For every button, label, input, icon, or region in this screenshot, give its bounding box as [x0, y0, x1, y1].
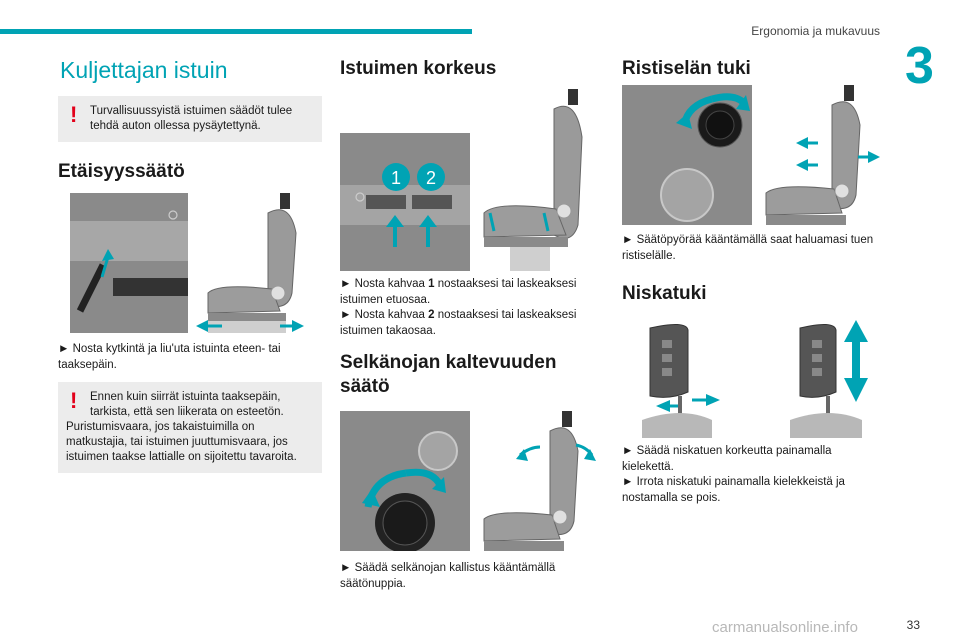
height-instructions: ► Nosta kahvaa 1 nostaaksesi tai laskeak… — [340, 277, 604, 339]
section-title: Ergonomia ja mukavuus — [751, 24, 880, 38]
heading-backrest: Selkänojan kaltevuuden säätö — [340, 352, 557, 397]
headrest-icon — [790, 324, 862, 438]
warning-box-rearward: ! Ennen kuin siirrät istuinta taaksepäin… — [58, 382, 322, 473]
warning-exclamation-icon: ! — [70, 102, 78, 127]
page-number: 33 — [906, 618, 920, 632]
page-title: Kuljettajan istuin — [60, 57, 228, 83]
svg-text:1: 1 — [391, 168, 401, 188]
headrest-instructions: ► Säädä niskatuen korkeutta painamalla k… — [622, 444, 886, 506]
watermark: carmanualsonline.info — [712, 619, 858, 636]
headrest-instruction-line2: ► Irrota niskatuki painamalla kielekkeis… — [622, 476, 845, 504]
heading-headrest: Niskatuki — [622, 283, 707, 304]
seat-side-icon — [483, 89, 583, 271]
heading-fore-aft: Etäisyyssäätö — [58, 161, 185, 182]
lumbar-instruction: ► Säätöpyörää kääntämällä saat haluamasi… — [622, 234, 874, 262]
warning-text: Turvallisuussyistä istuimen säädöt tulee… — [90, 105, 293, 132]
fore-aft-instruction: ► Nosta kytkintä ja liu'uta istuinta ete… — [58, 343, 281, 371]
header-accent-bar — [0, 29, 472, 34]
headrest-icon — [642, 324, 712, 438]
seat-side-icon — [207, 193, 297, 333]
warning-text-line1: Ennen kuin siirrät istuinta taaksepäin, … — [90, 391, 284, 418]
headrest-instruction-line1: ► Säädä niskatuen korkeutta painamalla k… — [622, 445, 832, 473]
callout-2: 2 — [417, 163, 445, 191]
heading-lumbar: Ristiselän tuki — [622, 58, 751, 79]
chapter-number: 3 — [905, 37, 934, 95]
lumbar-wheel-illustration — [622, 85, 880, 225]
svg-text:2: 2 — [426, 168, 436, 188]
heading-seat-height: Istuimen korkeus — [340, 58, 497, 79]
column-seat-height: Istuimen korkeus 1 2 ► Nosta kah — [340, 55, 604, 592]
seat-slide-illustration — [70, 193, 304, 333]
column-lumbar-headrest: Ristiselän tuki ► Säätöpyörää kääntämäll… — [622, 55, 886, 506]
seat-height-illustration: 1 2 — [340, 89, 583, 271]
warning-exclamation-icon: ! — [70, 388, 78, 413]
warning-box-safety: ! Turvallisuussyistä istuimen säädöt tul… — [58, 96, 322, 142]
backrest-instruction: ► Säädä selkänojan kallistus kääntämällä… — [340, 562, 556, 590]
height-instruction-line2: ► Nosta kahvaa 2 nostaaksesi tai laskeak… — [340, 309, 577, 337]
height-instruction-line1: ► Nosta kahvaa 1 nostaaksesi tai laskeak… — [340, 278, 577, 306]
seat-side-icon — [765, 85, 861, 225]
column-driver-seat: Kuljettajan istuin ! Turvallisuussyistä … — [58, 55, 322, 473]
backrest-knob-illustration — [340, 411, 596, 551]
headrest-illustration — [642, 320, 868, 438]
warning-text-line2: Puristumisvaara, jos takaistuimilla on m… — [66, 421, 297, 463]
callout-1: 1 — [382, 163, 410, 191]
seat-side-icon — [483, 411, 579, 551]
